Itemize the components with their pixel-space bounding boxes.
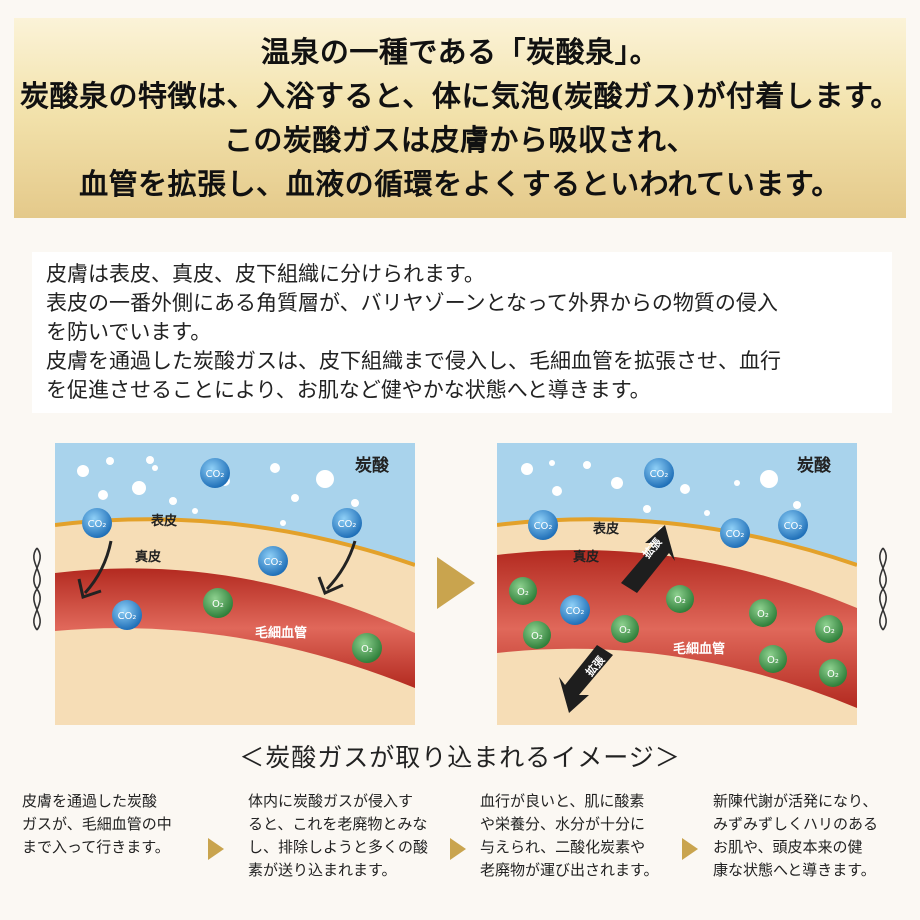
o2-bubble-icon: O₂ <box>523 621 551 649</box>
gold-triangle-arrow-icon <box>208 838 224 860</box>
svg-text:CO₂: CO₂ <box>264 557 283 568</box>
label-hyohi: 表皮 <box>150 513 177 529</box>
desc-line-2: 表皮の一番外側にある角質層が、バリヤゾーンとなって外界からの物質の侵入 <box>46 292 778 315</box>
banner-line-1: 温泉の一種である「炭酸泉」。 <box>260 35 660 69</box>
desc-line-1: 皮膚は表皮、真皮、皮下組織に分けられます。 <box>46 263 485 286</box>
label-capillary: 毛細血管 <box>255 625 307 641</box>
step-2: 体内に炭酸ガスが侵入す ると、これを老廃物とみな し、排除しようと多くの酸 素が… <box>248 792 429 879</box>
o2-bubble-icon: O₂ <box>203 588 233 618</box>
svg-text:O₂: O₂ <box>757 609 769 620</box>
svg-text:CO₂: CO₂ <box>726 529 745 540</box>
label-hyohi: 表皮 <box>592 521 619 537</box>
capillary-vessel <box>55 568 415 688</box>
svg-text:CO₂: CO₂ <box>118 611 137 622</box>
step-1: 皮膚を通過した炭酸 ガスが、毛細血管の中 まで入って行きます。 <box>22 792 172 856</box>
banner-line-4: 血管を拡張し、血液の循環をよくするといわれています。 <box>79 167 841 201</box>
svg-text:O₂: O₂ <box>531 631 543 642</box>
desc-line-4: 皮膚を通過した炭酸ガスは、皮下組織まで侵入し、毛細血管を拡張させ、血行 <box>46 350 781 373</box>
o2-bubble-icon: O₂ <box>611 615 639 643</box>
process-steps: 皮膚を通過した炭酸 ガスが、毛細血管の中 まで入って行きます。 体内に炭酸ガスが… <box>18 790 908 900</box>
intro-banner: 温泉の一種である「炭酸泉」。 炭酸泉の特徴は、入浴すると、体に気泡(炭酸ガス)が… <box>14 18 906 218</box>
desc-line-3: を防いでいます。 <box>46 321 212 344</box>
label-tansan: 炭酸 <box>797 455 832 476</box>
penetration-arrow-icon <box>317 540 357 596</box>
o2-bubble-icon: O₂ <box>352 633 382 663</box>
small-bubbles <box>77 456 359 526</box>
o2-bubble-icon: O₂ <box>749 599 777 627</box>
o2-bubble-icon: O₂ <box>759 645 787 673</box>
co2-bubble-icon: CO₂ <box>720 518 750 548</box>
banner-line-2: 炭酸泉の特徴は、入浴すると、体に気泡(炭酸ガス)が付着します。 <box>20 79 900 113</box>
o2-bubble-icon: O₂ <box>509 577 537 605</box>
o2-bubble-icon: O₂ <box>815 615 843 643</box>
flourish-ornament-icon <box>33 547 41 631</box>
svg-text:CO₂: CO₂ <box>206 469 225 480</box>
gold-triangle-arrow-icon <box>682 838 698 860</box>
co2-bubble-icon: CO₂ <box>528 510 558 540</box>
svg-text:CO₂: CO₂ <box>534 521 553 532</box>
gold-triangle-arrow-icon <box>450 838 466 860</box>
label-shinpi: 真皮 <box>573 549 599 565</box>
desc-line-5: を促進させることにより、お肌など健やかな状態へと導きます。 <box>46 379 651 402</box>
svg-text:O₂: O₂ <box>517 587 529 598</box>
svg-text:CO₂: CO₂ <box>88 519 107 530</box>
svg-text:CO₂: CO₂ <box>784 521 803 532</box>
svg-text:O₂: O₂ <box>361 644 373 655</box>
co2-bubble-icon: CO₂ <box>258 546 288 576</box>
svg-text:O₂: O₂ <box>767 655 779 666</box>
o2-bubble-icon: O₂ <box>666 585 694 613</box>
svg-text:CO₂: CO₂ <box>566 606 585 617</box>
svg-text:O₂: O₂ <box>212 599 224 610</box>
banner-line-3: この炭酸ガスは皮膚から吸収され、 <box>223 123 697 157</box>
step-4: 新陳代謝が活発になり、 みずみずしくハリのある お肌や、頭皮本来の健 康な状態へ… <box>713 792 879 879</box>
svg-text:O₂: O₂ <box>823 625 835 636</box>
label-shinpi: 真皮 <box>135 549 161 565</box>
label-capillary: 毛細血管 <box>673 641 725 657</box>
o2-bubble-icon: O₂ <box>819 659 847 687</box>
diagram-after: CO₂ CO₂ CO₂ CO₂ CO₂ O₂ O₂ O₂ O₂ O₂ O₂ O₂… <box>497 443 857 725</box>
co2-bubble-icon: CO₂ <box>82 508 112 538</box>
svg-text:O₂: O₂ <box>619 625 631 636</box>
svg-text:CO₂: CO₂ <box>338 519 357 530</box>
co2-bubble-icon: CO₂ <box>200 458 230 488</box>
svg-text:O₂: O₂ <box>827 669 839 680</box>
diagram-caption: ＜炭酸ガスが取り込まれるイメージ＞ <box>239 743 681 772</box>
co2-bubble-icon: CO₂ <box>560 595 590 625</box>
diagram-before: CO₂ CO₂ CO₂ CO₂ CO₂ O₂ O₂ 炭酸 表皮 真皮 毛細血管 <box>55 443 415 725</box>
co2-bubble-icon: CO₂ <box>332 508 362 538</box>
gold-triangle-arrow-icon <box>437 557 475 609</box>
co2-bubble-icon: CO₂ <box>644 458 674 488</box>
co2-bubble-icon: CO₂ <box>112 600 142 630</box>
penetration-arrow-icon <box>77 540 113 599</box>
svg-text:CO₂: CO₂ <box>650 469 669 480</box>
co2-bubble-icon: CO₂ <box>778 510 808 540</box>
label-tansan: 炭酸 <box>355 455 390 476</box>
svg-text:O₂: O₂ <box>674 595 686 606</box>
step-3: 血行が良いと、肌に酸素 や栄養分、水分が十分に 与えられ、二酸化炭素や 老廃物が… <box>480 792 659 879</box>
skin-description: 皮膚は表皮、真皮、皮下組織に分けられます。 表皮の一番外側にある角質層が、バリヤ… <box>32 252 892 413</box>
flourish-ornament-icon <box>879 547 887 631</box>
